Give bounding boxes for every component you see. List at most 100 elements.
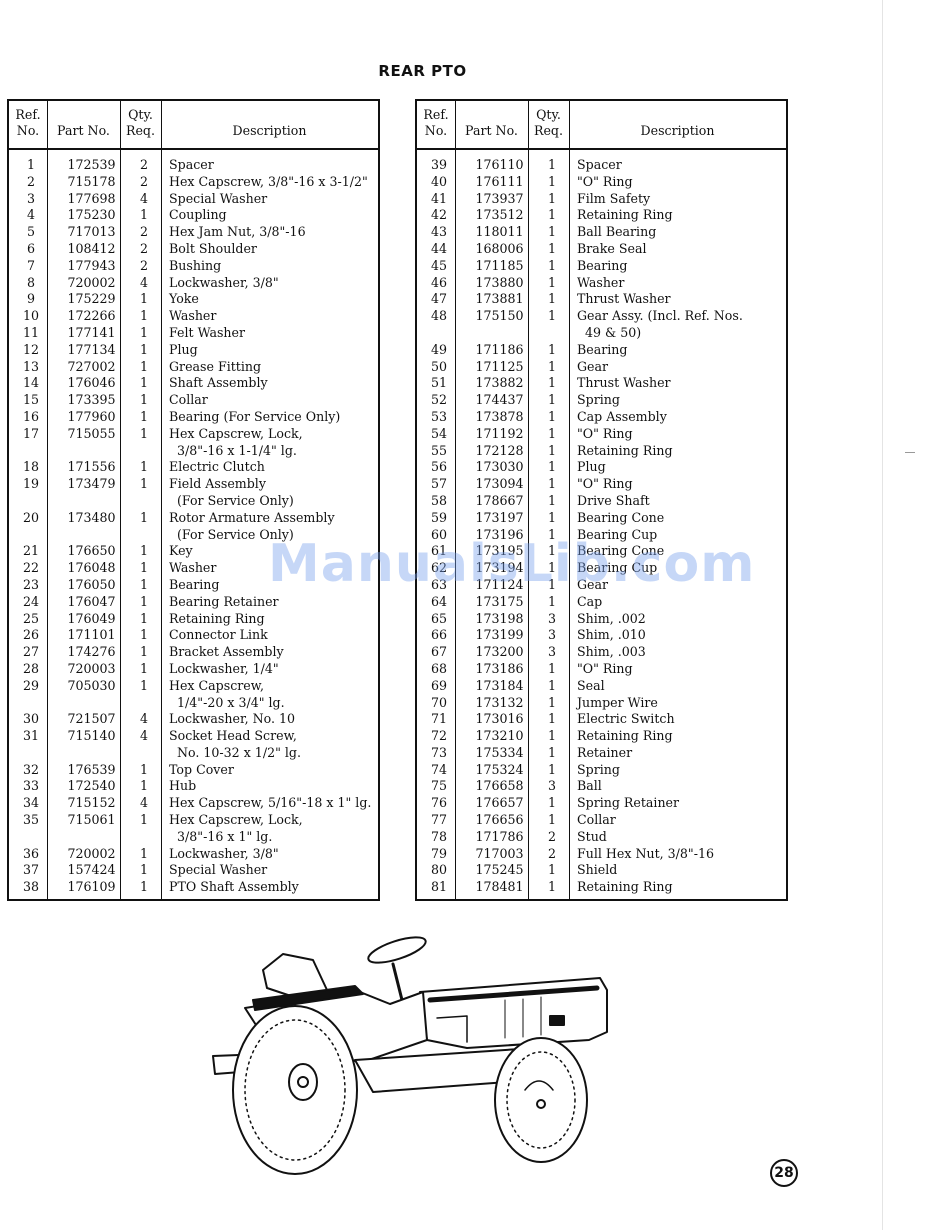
part-no: 173094 bbox=[475, 476, 524, 492]
ref-no: 56 bbox=[430, 459, 448, 475]
qty-req: 2 bbox=[139, 157, 148, 172]
qty-req: 1 bbox=[139, 627, 148, 643]
ref-no: 27 bbox=[22, 644, 40, 660]
qty-req: 1 bbox=[139, 576, 148, 592]
description: Electric Switch bbox=[577, 711, 675, 727]
description: Seal bbox=[577, 677, 605, 693]
part-no: 172266 bbox=[67, 308, 116, 324]
part-no: 173196 bbox=[475, 526, 524, 542]
part-no: 727002 bbox=[67, 358, 116, 374]
qty-req: 1 bbox=[547, 190, 556, 206]
ref-no: 19 bbox=[22, 476, 40, 492]
qty-req: 1 bbox=[139, 509, 148, 525]
qty-req: 1 bbox=[139, 324, 148, 340]
description: Retainer bbox=[577, 744, 633, 760]
ref-no: 9 bbox=[26, 291, 35, 307]
part-no: 171186 bbox=[475, 341, 524, 357]
description: "O" Ring bbox=[577, 660, 633, 676]
description: Spacer bbox=[577, 157, 622, 172]
qty-req: 1 bbox=[547, 543, 556, 559]
description: Gear bbox=[577, 576, 609, 592]
description: Gear Assy. (Incl. Ref. Nos. 49 & 50) bbox=[577, 308, 743, 340]
ref-no: 20 bbox=[22, 509, 40, 525]
qty-req: 1 bbox=[547, 526, 556, 542]
description: Bearing bbox=[577, 257, 628, 273]
ref-no: 78 bbox=[430, 828, 448, 844]
qty-req: 1 bbox=[139, 358, 148, 374]
ref-no: 26 bbox=[22, 627, 40, 643]
qty-req: 1 bbox=[547, 392, 556, 408]
ref-no: 47 bbox=[430, 291, 448, 307]
part-no: 176109 bbox=[67, 879, 116, 895]
description: Washer bbox=[169, 308, 217, 324]
part-no: 118011 bbox=[475, 224, 524, 240]
description: Socket Head Screw, No. 10-32 x 1/2" lg. bbox=[169, 728, 301, 760]
qty-req: 1 bbox=[547, 862, 556, 878]
description: Bolt Shoulder bbox=[169, 240, 257, 256]
description: "O" Ring bbox=[577, 476, 633, 492]
ref-no: 6 bbox=[26, 240, 35, 256]
qty-req: 1 bbox=[139, 476, 148, 492]
part-no: 175229 bbox=[67, 291, 116, 307]
qty-req: 2 bbox=[139, 257, 148, 273]
description: Grease Fitting bbox=[169, 358, 262, 374]
description: Full Hex Nut, 3/8"-16 bbox=[577, 845, 714, 861]
page-number: 28 bbox=[770, 1159, 798, 1187]
part-no: 168006 bbox=[475, 240, 524, 256]
qty-req: 1 bbox=[139, 778, 148, 794]
description: "O" Ring bbox=[577, 425, 633, 441]
qty-req: 1 bbox=[547, 660, 556, 676]
ref-no: 29 bbox=[22, 677, 40, 693]
qty-req: 1 bbox=[547, 341, 556, 357]
description: Hex Jam Nut, 3/8"-16 bbox=[169, 224, 306, 240]
ref-no: 48 bbox=[430, 308, 448, 324]
qty-req: 1 bbox=[139, 862, 148, 878]
header-qty: Qty.Req. bbox=[125, 107, 155, 138]
ref-no: 43 bbox=[430, 224, 448, 240]
qty-req: 1 bbox=[139, 812, 148, 828]
part-no: 173195 bbox=[475, 543, 524, 559]
part-no: 108412 bbox=[67, 240, 116, 256]
description: Lockwasher, 3/8" bbox=[169, 845, 279, 861]
ref-no: 71 bbox=[430, 711, 448, 727]
part-no: 171185 bbox=[475, 257, 524, 273]
description: Spring Retainer bbox=[577, 795, 680, 811]
ref-no: 73 bbox=[430, 744, 448, 760]
ref-no: 52 bbox=[430, 392, 448, 408]
qty-req: 3 bbox=[547, 778, 556, 794]
part-no: 176050 bbox=[67, 576, 116, 592]
ref-no: 36 bbox=[22, 845, 40, 861]
description: Spring bbox=[577, 392, 620, 408]
part-no: 173199 bbox=[475, 627, 524, 643]
header-ref: Ref.No. bbox=[15, 107, 41, 138]
qty-req: 1 bbox=[547, 744, 556, 760]
description: Retaining Ring bbox=[169, 610, 265, 626]
ref-no: 18 bbox=[22, 459, 40, 475]
qty-req: 1 bbox=[139, 677, 148, 693]
description: Washer bbox=[577, 274, 625, 290]
description: Gear bbox=[577, 358, 609, 374]
ref-no: 77 bbox=[430, 812, 448, 828]
ref-no: 16 bbox=[22, 408, 40, 424]
description: Field Assembly (For Service Only) bbox=[169, 476, 294, 508]
part-no: 176047 bbox=[67, 593, 116, 609]
